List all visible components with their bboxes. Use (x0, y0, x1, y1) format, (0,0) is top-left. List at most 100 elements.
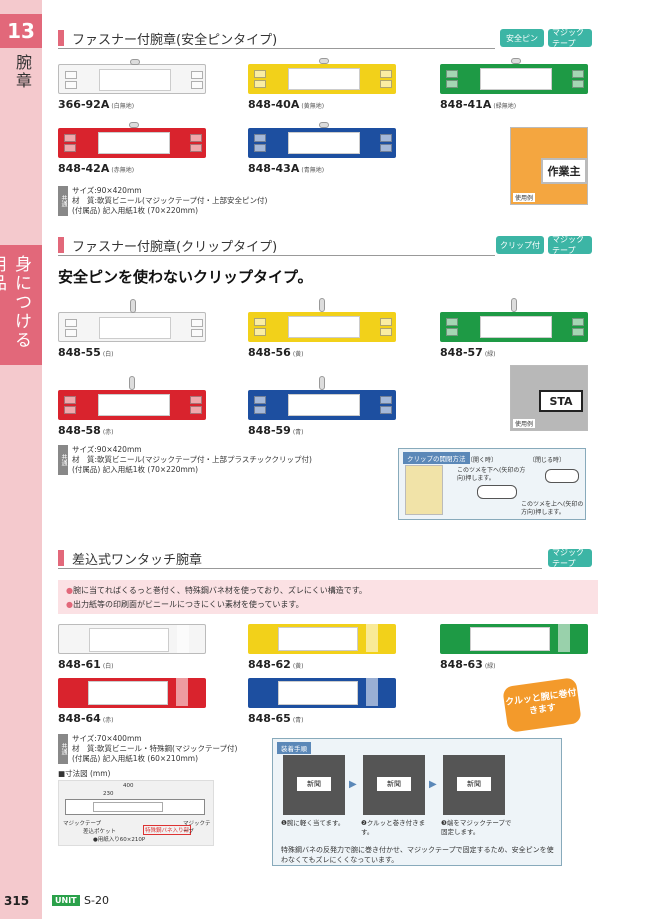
velcro-patch (190, 144, 202, 152)
magic-tape-tag: マジックテープ (548, 235, 592, 255)
spec-line: (付属品) 記入用紙1枚 (70×220mm) (72, 465, 198, 474)
section3-spec: 共通 サイズ:70×400mm 材 質:軟質ビニール・特殊鋼(マジックテープ付)… (58, 734, 237, 764)
feature-point: ●腕に当てればくるっと巻付く、特殊鋼バネ材を使っており、ズレにくい構造です。 (66, 586, 367, 595)
velcro-patch (380, 318, 392, 326)
clear-window (278, 627, 358, 651)
photo-caption: 使用例 (513, 193, 536, 202)
product-code: 848-57(緑) (440, 346, 496, 359)
velcro-patch (190, 396, 202, 404)
velcro-patch (572, 328, 584, 336)
velcro-patch (191, 319, 203, 327)
velcro-patch (254, 80, 266, 88)
spec-line: (付属品) 記入用紙1枚 (70×220mm) (72, 206, 198, 215)
product-code: 848-40A(黄無地) (248, 98, 325, 111)
section3-header: 差込式ワンタッチ腕章 (58, 548, 202, 568)
safety-pin-icon (319, 122, 329, 128)
common-label: 共通 (58, 734, 68, 764)
open-note: このツメを下へ(矢印の方向)押します。 (457, 467, 526, 482)
velcro-patch (380, 328, 392, 336)
velcro-patch (572, 70, 584, 78)
velcro-patch (380, 406, 392, 414)
clear-window (98, 132, 170, 154)
spec-line: サイズ:70×400mm (72, 734, 142, 743)
clear-window (288, 68, 360, 90)
velcro-patch (64, 406, 76, 414)
usage-photo: 作業主 使用例 (510, 127, 588, 205)
armband-product (58, 624, 206, 654)
velcro-patch (254, 406, 266, 414)
spec-line: サイズ:90×420mm (72, 445, 142, 454)
product-code: 848-58(赤) (58, 424, 114, 437)
dim-window: 230 (103, 791, 114, 797)
wrap-badge: クルッと腕に巻付きます (502, 677, 582, 733)
active-section-label: 身につける用品 (0, 255, 31, 350)
armband-product (58, 678, 206, 708)
velcro-patch (191, 71, 203, 79)
divider (58, 568, 542, 569)
product-code: 848-55(白) (58, 346, 114, 359)
divider (58, 48, 495, 49)
section1-spec: 共通 サイズ:90×420mm 材 質:軟質ビニール(マジックテープ付・上部安全… (58, 186, 267, 216)
step-photo: 新聞 (363, 755, 425, 815)
armband-product (58, 59, 206, 94)
clip-instructions: クリップの開閉方法 〔開く時〕 〔閉じる時〕 このツメを下へ(矢印の方向)押しま… (398, 448, 586, 520)
clear-window (470, 627, 550, 651)
clear-window (278, 681, 358, 705)
spec-line: 材 質:軟質ビニール(マジックテープ付・上部安全ピン付) (72, 196, 268, 205)
velcro-patch (380, 80, 392, 88)
dim-label: マジックテープ (63, 821, 102, 827)
section2-spec: 共通 サイズ:90×420mm 材 質:軟質ビニール(マジックテープ付・上部プラ… (58, 445, 312, 475)
dimension-diagram: 400 230 マジックテープ 差込ポケット ●用紙入り60×210P 特殊鋼バ… (58, 780, 214, 846)
velcro-patch (446, 70, 458, 78)
armband-product (248, 678, 396, 708)
velcro-patch (572, 80, 584, 88)
close-label: 〔閉じる時〕 (529, 457, 566, 464)
safety-pin-tag: 安全ピン (500, 29, 544, 47)
clip-open-diagram (477, 485, 517, 499)
clip-instructions-title: クリップの開閉方法 (403, 452, 470, 464)
divider (58, 255, 495, 256)
step-text: ❷クルッと巻き付きます。 (361, 819, 426, 836)
dim-label: マジックテープ (183, 821, 211, 835)
velcro-patch (190, 406, 202, 414)
sidebar (0, 0, 42, 919)
product-code: 848-63(緑) (440, 658, 496, 671)
step-text: ❸端をマジックテープで固定します。 (441, 819, 512, 836)
product-code: 848-62(黄) (248, 658, 304, 671)
armband-text: STA (539, 390, 583, 412)
velcro-patch (190, 134, 202, 142)
armband-product (58, 376, 206, 420)
velcro-patch (380, 134, 392, 142)
section-bar (58, 550, 64, 566)
usage-photo: STA 使用例 (510, 365, 588, 431)
clip-close-diagram (545, 469, 579, 483)
end-tab (176, 678, 188, 706)
clear-window (89, 628, 169, 652)
sidebar-active-section[interactable]: 身につける用品 (0, 245, 42, 365)
step-arrow-icon: ▶ (349, 779, 357, 790)
common-label: 共通 (58, 186, 68, 216)
velcro-patch (254, 134, 266, 142)
dim-window-shape (93, 802, 163, 812)
velcro-patch (254, 144, 266, 152)
velcro-patch (65, 319, 77, 327)
velcro-patch (446, 80, 458, 88)
wearing-steps: 装着手順 新聞 ▶ 新聞 ▶ 新聞 ❶腕に軽く当てます。 ❷クルッと巻き付きます… (272, 738, 562, 866)
page-number: 315 (4, 894, 30, 908)
velcro-patch (65, 329, 77, 337)
chapter-number: 13 (0, 14, 42, 48)
velcro-patch (64, 134, 76, 142)
velcro-patch (64, 144, 76, 152)
common-label: 共通 (58, 445, 68, 475)
armband-product (58, 299, 206, 342)
dim-label: 差込ポケット (83, 829, 117, 835)
product-code: 848-65(青) (248, 712, 304, 725)
section3-title: 差込式ワンタッチ腕章 (72, 552, 203, 568)
spec-line: 材 質:軟質ビニール(マジックテープ付・上部プラスチッククリップ付) (72, 455, 312, 464)
clear-window (480, 68, 552, 90)
velcro-patch (254, 70, 266, 78)
section2-title: ファスナー付腕章(クリップタイプ) (72, 239, 278, 255)
steps-title: 装着手順 (277, 742, 311, 754)
end-tab (558, 624, 570, 652)
armband-product (248, 58, 396, 94)
